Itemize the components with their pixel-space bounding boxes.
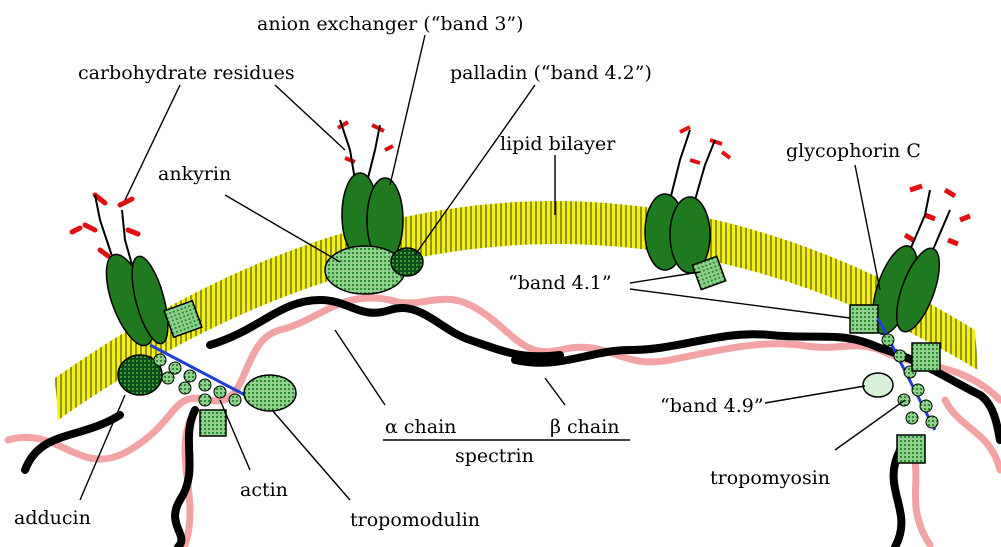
label-beta-chain: β chain	[550, 416, 620, 438]
label-tropomodulin: tropomodulin	[350, 509, 480, 531]
carbohydrate-chain-middle-right	[670, 130, 715, 200]
label-tropomyosin: tropomyosin	[710, 467, 830, 489]
band-4-1-right	[850, 305, 878, 333]
label-alpha-chain: α chain	[385, 416, 456, 438]
label-lipid-bilayer: lipid bilayer	[500, 133, 616, 155]
label-band-4-1: “band 4.1”	[508, 272, 612, 294]
band-4-1-right-upper	[912, 343, 940, 371]
band-4-9-shape	[863, 373, 893, 397]
label-palladin: palladin (“band 4.2”)	[450, 62, 652, 84]
label-band-4-9: “band 4.9”	[660, 395, 764, 417]
tropomodulin-shape	[244, 375, 296, 411]
palladin-shape	[391, 248, 423, 276]
carbohydrate-residues-middle-right	[680, 127, 730, 163]
label-adducin: adducin	[14, 507, 91, 529]
label-ankyrin: ankyrin	[158, 163, 231, 185]
actin-filament-left	[150, 345, 245, 395]
label-glycophorin-c: glycophorin C	[786, 140, 921, 162]
carbohydrate-residues-right	[905, 186, 970, 244]
band-4-1-right-lower	[897, 435, 925, 463]
label-actin: actin	[240, 479, 288, 501]
label-carbohydrate-residues: carbohydrate residues	[78, 62, 295, 84]
carbohydrate-residues-middle	[338, 122, 393, 162]
band-4-1-lower-left	[200, 410, 226, 436]
label-spectrin: spectrin	[455, 445, 534, 467]
carbohydrate-residues-left	[72, 195, 138, 256]
label-anion-exchanger: anion exchanger (“band 3”)	[257, 13, 524, 35]
